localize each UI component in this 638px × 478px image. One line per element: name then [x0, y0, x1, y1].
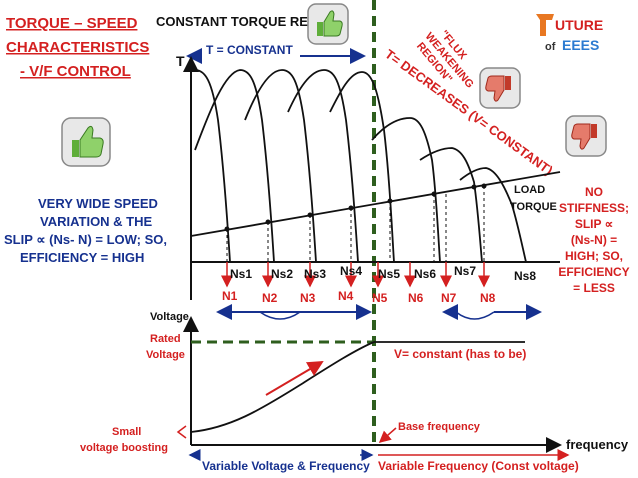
small-boost-bracket — [176, 425, 187, 439]
base-frequency-label: Base frequency — [398, 421, 481, 433]
small-boost-label-2: voltage boosting — [80, 442, 168, 454]
logo: UTURE of EEES — [536, 14, 603, 53]
v-constant-label: V= constant (has to be) — [394, 347, 526, 361]
svg-text:Ns2: Ns2 — [271, 267, 293, 281]
svg-text:Ns5: Ns5 — [378, 267, 400, 281]
load-torque-label-2: TORQUE — [510, 201, 557, 213]
svg-text:SLIP ∝ (Ns- N) = LOW; SO,: SLIP ∝ (Ns- N) = LOW; SO, — [4, 232, 167, 247]
svg-text:Ns4: Ns4 — [340, 264, 362, 278]
svg-text:N1: N1 — [222, 289, 238, 303]
svg-text:UTURE: UTURE — [555, 17, 603, 33]
small-boost-label-1: Small — [112, 426, 141, 438]
constant-torque-region-label: CONSTANT TORQUE REGION — [156, 14, 341, 29]
torque-axis-label: T — [176, 53, 185, 69]
title-line3: - V/F CONTROL — [20, 63, 131, 80]
n-labels: N1 N2 N3 N4 N5 N6 N7 N8 — [222, 289, 496, 305]
rated-voltage-label-1: Rated — [150, 333, 181, 345]
right-note: NO STIFFNESS; SLIP ∝ (Ns-N) = HIGH; SO, … — [558, 185, 629, 295]
curve-2 — [194, 69, 275, 263]
svg-text:N7: N7 — [441, 291, 457, 305]
svg-text:VARIATION & THE: VARIATION & THE — [40, 214, 153, 229]
thumbs-down-icon — [479, 67, 521, 109]
title-line1: TORQUE – SPEED — [6, 15, 138, 32]
logo-f-icon — [536, 14, 554, 36]
curve-5 — [329, 71, 395, 263]
svg-text:Ns8: Ns8 — [514, 269, 536, 283]
svg-text:NO: NO — [585, 185, 603, 199]
svg-text:EEES: EEES — [562, 37, 599, 53]
svg-text:N5: N5 — [372, 291, 388, 305]
thumbs-up-icon — [61, 117, 111, 167]
svg-text:Ns6: Ns6 — [414, 267, 436, 281]
svg-text:SLIP ∝: SLIP ∝ — [575, 217, 613, 231]
svg-text:Ns3: Ns3 — [304, 267, 326, 281]
load-torque-line — [190, 171, 561, 237]
rated-voltage-label-2: Voltage — [146, 349, 185, 361]
svg-text:Ns7: Ns7 — [454, 264, 476, 278]
t-constant-label: T = CONSTANT — [206, 43, 293, 57]
variable-f-label: Variable Frequency (Const voltage) — [378, 459, 579, 473]
curve-4 — [287, 69, 359, 263]
svg-text:Ns1: Ns1 — [230, 267, 252, 281]
load-torque-label-1: LOAD — [514, 184, 545, 196]
svg-text:N8: N8 — [480, 291, 496, 305]
curve-6 — [371, 117, 441, 263]
svg-text:EFFICIENCY: EFFICIENCY — [558, 265, 629, 279]
variable-vf-label: Variable Voltage & Frequency — [202, 459, 370, 473]
svg-text:(Ns-N) =: (Ns-N) = — [571, 233, 617, 247]
title-line2: CHARACTERISTICS — [6, 39, 149, 56]
svg-text:N6: N6 — [408, 291, 424, 305]
curve-8 — [459, 167, 527, 263]
svg-text:STIFFNESS;: STIFFNESS; — [559, 201, 629, 215]
thumbs-up-icon — [307, 3, 349, 45]
svg-text:= LESS: = LESS — [573, 281, 615, 295]
curve-3 — [244, 69, 317, 263]
svg-text:of: of — [545, 41, 556, 53]
frequency-axis-label: frequency — [566, 437, 629, 452]
voltage-axis-label: Voltage — [150, 311, 189, 323]
ns-labels: Ns1 Ns2 Ns3 Ns4 Ns5 Ns6 Ns7 Ns8 — [230, 264, 536, 283]
svg-text:HIGH; SO,: HIGH; SO, — [565, 249, 623, 263]
voltage-ramp-curve — [190, 341, 375, 433]
left-note: VERY WIDE SPEED VARIATION & THE SLIP ∝ (… — [4, 196, 167, 265]
svg-text:N3: N3 — [300, 291, 316, 305]
increase-arrow — [265, 360, 324, 396]
svg-text:VERY WIDE SPEED: VERY WIDE SPEED — [38, 196, 158, 211]
curve-7 — [419, 147, 483, 263]
curve-1 — [194, 69, 231, 263]
n-arrows — [221, 262, 490, 288]
svg-text:N4: N4 — [338, 289, 354, 303]
drop-lines — [226, 186, 485, 262]
torque-speed-curves — [194, 69, 527, 263]
thumbs-down-icon — [565, 115, 607, 157]
svg-text:N2: N2 — [262, 291, 278, 305]
svg-text:EFFICIENCY = HIGH: EFFICIENCY = HIGH — [20, 250, 144, 265]
torque-decreases-label: T= DECREASES (V= CONSTANT) — [382, 46, 555, 178]
base-frequency-arrow — [378, 427, 397, 443]
